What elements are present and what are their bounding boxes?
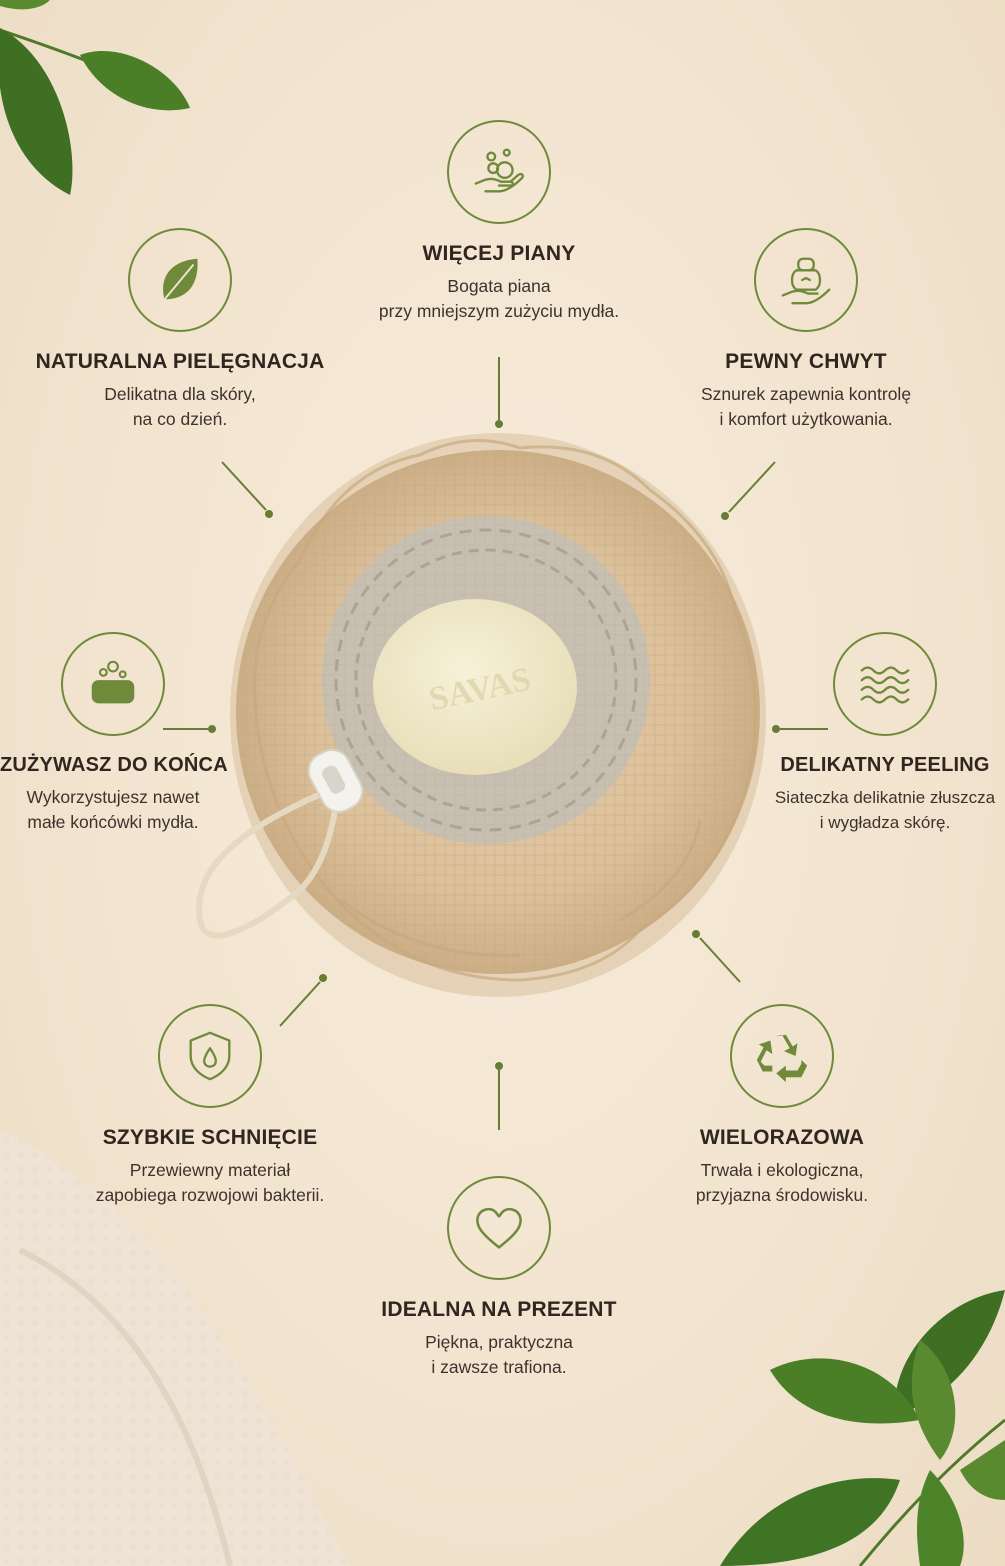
feature-title: PEWNY CHWYT [725, 350, 887, 373]
feature-naturalna-pielegnacja: NATURALNA PIELĘGNACJA Delikatna dla skór… [10, 228, 350, 432]
connector-lines [163, 357, 828, 1130]
feature-title: NATURALNA PIELĘGNACJA [35, 350, 325, 373]
hand-bubbles-icon [447, 120, 551, 224]
leaf-icon [128, 228, 232, 332]
soap-bar-icon [61, 632, 165, 736]
waves-icon [833, 632, 937, 736]
leaf-decoration-top-left [0, 0, 190, 195]
shield-drop-icon [158, 1004, 262, 1108]
recycle-icon [730, 1004, 834, 1108]
towel-decoration [0, 1130, 350, 1566]
feature-title: SZYBKIE SCHNIĘCIE [102, 1126, 318, 1149]
leaf-decoration-bottom-right [720, 1290, 1005, 1566]
feature-title: ZUŻYWASZ DO KOŃCA [0, 754, 228, 776]
loofah-sponge: SAVAS [196, 433, 766, 997]
feature-wielorazowa: WIELORAZOWA Trwała i ekologiczna,przyjaz… [632, 1004, 932, 1208]
feature-desc: Trwała i ekologiczna,przyjazna środowisk… [695, 1160, 869, 1205]
feature-title: IDEALNA NA PREZENT [381, 1298, 617, 1321]
feature-title: DELIKATNY PEELING [780, 754, 990, 776]
feature-desc: Delikatna dla skóry,na co dzień. [104, 384, 256, 429]
hand-loofah-icon [754, 228, 858, 332]
feature-title: WIĘCEJ PIANY [422, 242, 576, 265]
feature-delikatny-peeling: DELIKATNY PEELING Siateczka delikatnie z… [766, 632, 1004, 835]
heart-icon [447, 1176, 551, 1280]
feature-title: WIELORAZOWA [699, 1126, 865, 1149]
